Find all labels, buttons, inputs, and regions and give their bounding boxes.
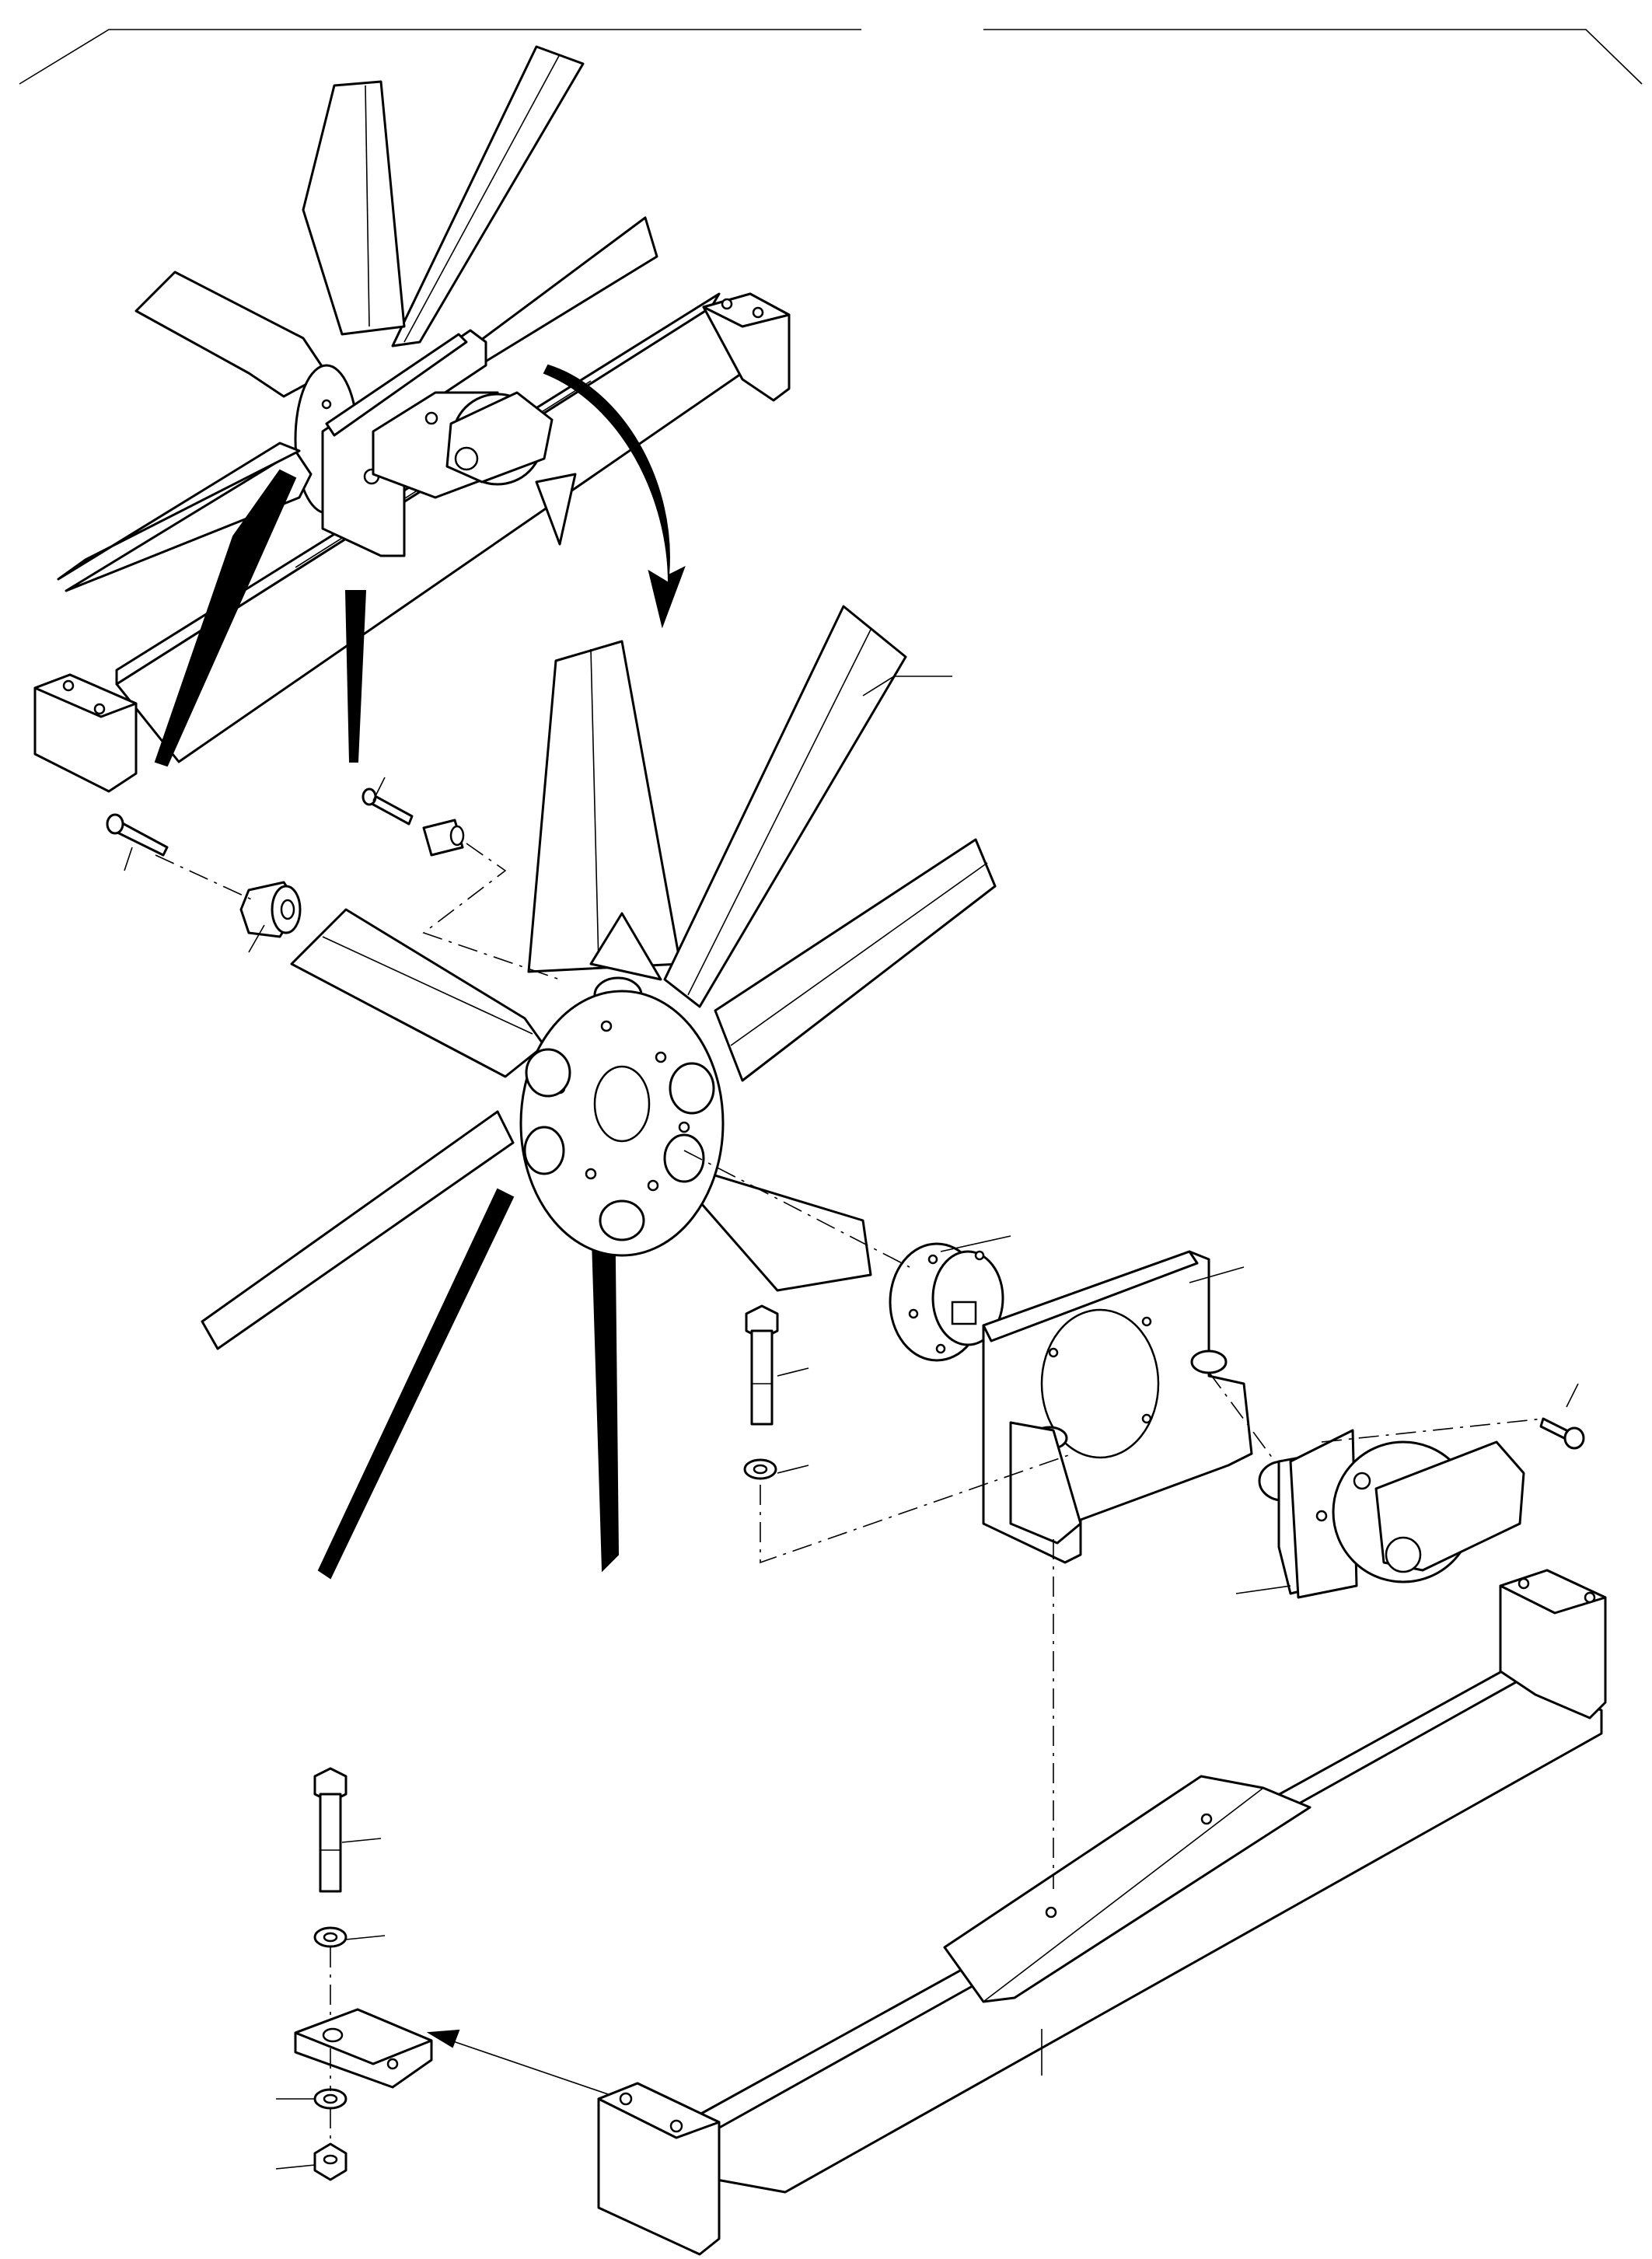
washer xyxy=(313,2088,348,2110)
fan-hub xyxy=(519,990,725,1257)
capscrew-long xyxy=(745,1304,779,1426)
hub-flange xyxy=(889,1242,1004,1362)
assembly-centerlines xyxy=(155,843,1544,2146)
location-arrow xyxy=(426,2029,611,2096)
capscrew-small xyxy=(106,813,169,857)
fan-blade xyxy=(527,640,682,1014)
cross-member xyxy=(597,1569,1607,2256)
capscrew-long xyxy=(313,1767,348,1893)
washer xyxy=(743,1458,777,1480)
callout-leaders xyxy=(124,676,1579,2170)
nut xyxy=(313,2142,348,2181)
hydraulic-motor xyxy=(1258,1429,1525,1599)
fan-assembly-installed-view xyxy=(33,45,791,793)
mounting-plate xyxy=(294,2008,433,2089)
washer xyxy=(313,1926,348,1948)
page-frame xyxy=(19,29,1643,85)
mounting-hardware xyxy=(294,1767,611,2181)
mounting-bracket xyxy=(982,1250,1253,1564)
spacer xyxy=(239,881,302,938)
fan-assembly-exploded xyxy=(106,605,1585,1599)
motor-capscrew xyxy=(1539,1417,1585,1450)
